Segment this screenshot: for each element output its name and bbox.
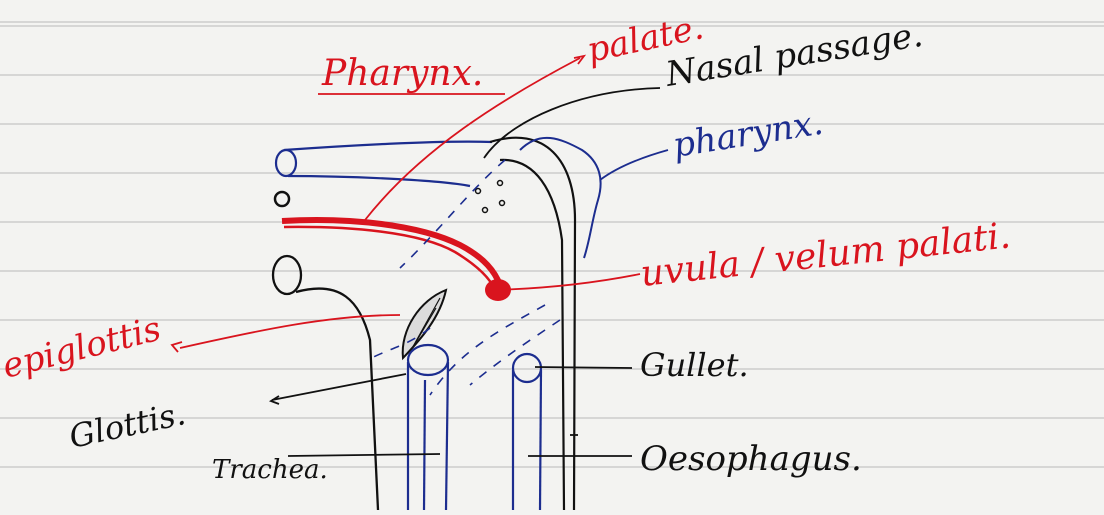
trachea-label: Trachea. xyxy=(212,455,328,485)
uvula-label: uvula / velum palati. xyxy=(639,215,1013,295)
internal-nares-dots xyxy=(476,181,505,213)
trachea-tube xyxy=(408,345,448,510)
epiglottis-label: epiglottis xyxy=(0,309,165,387)
pharynx-wall xyxy=(490,138,575,510)
nasal-passage-tube xyxy=(276,142,492,186)
pharynx-bracket xyxy=(520,138,601,258)
oesophagus-tube xyxy=(513,354,541,510)
glottis-label: Glottis. xyxy=(66,394,189,456)
blue-pointer xyxy=(600,150,668,180)
oesophagus-label: Oesophagus. xyxy=(640,439,862,479)
dashed-guides xyxy=(368,160,560,395)
pharynx-title-label: Pharynx. xyxy=(321,53,483,94)
black-pointers xyxy=(271,88,660,456)
nasal-dot xyxy=(275,192,289,206)
gullet-label: Gullet. xyxy=(640,346,749,384)
red-pointers xyxy=(172,56,640,352)
pharynx-label: pharynx. xyxy=(670,103,826,166)
